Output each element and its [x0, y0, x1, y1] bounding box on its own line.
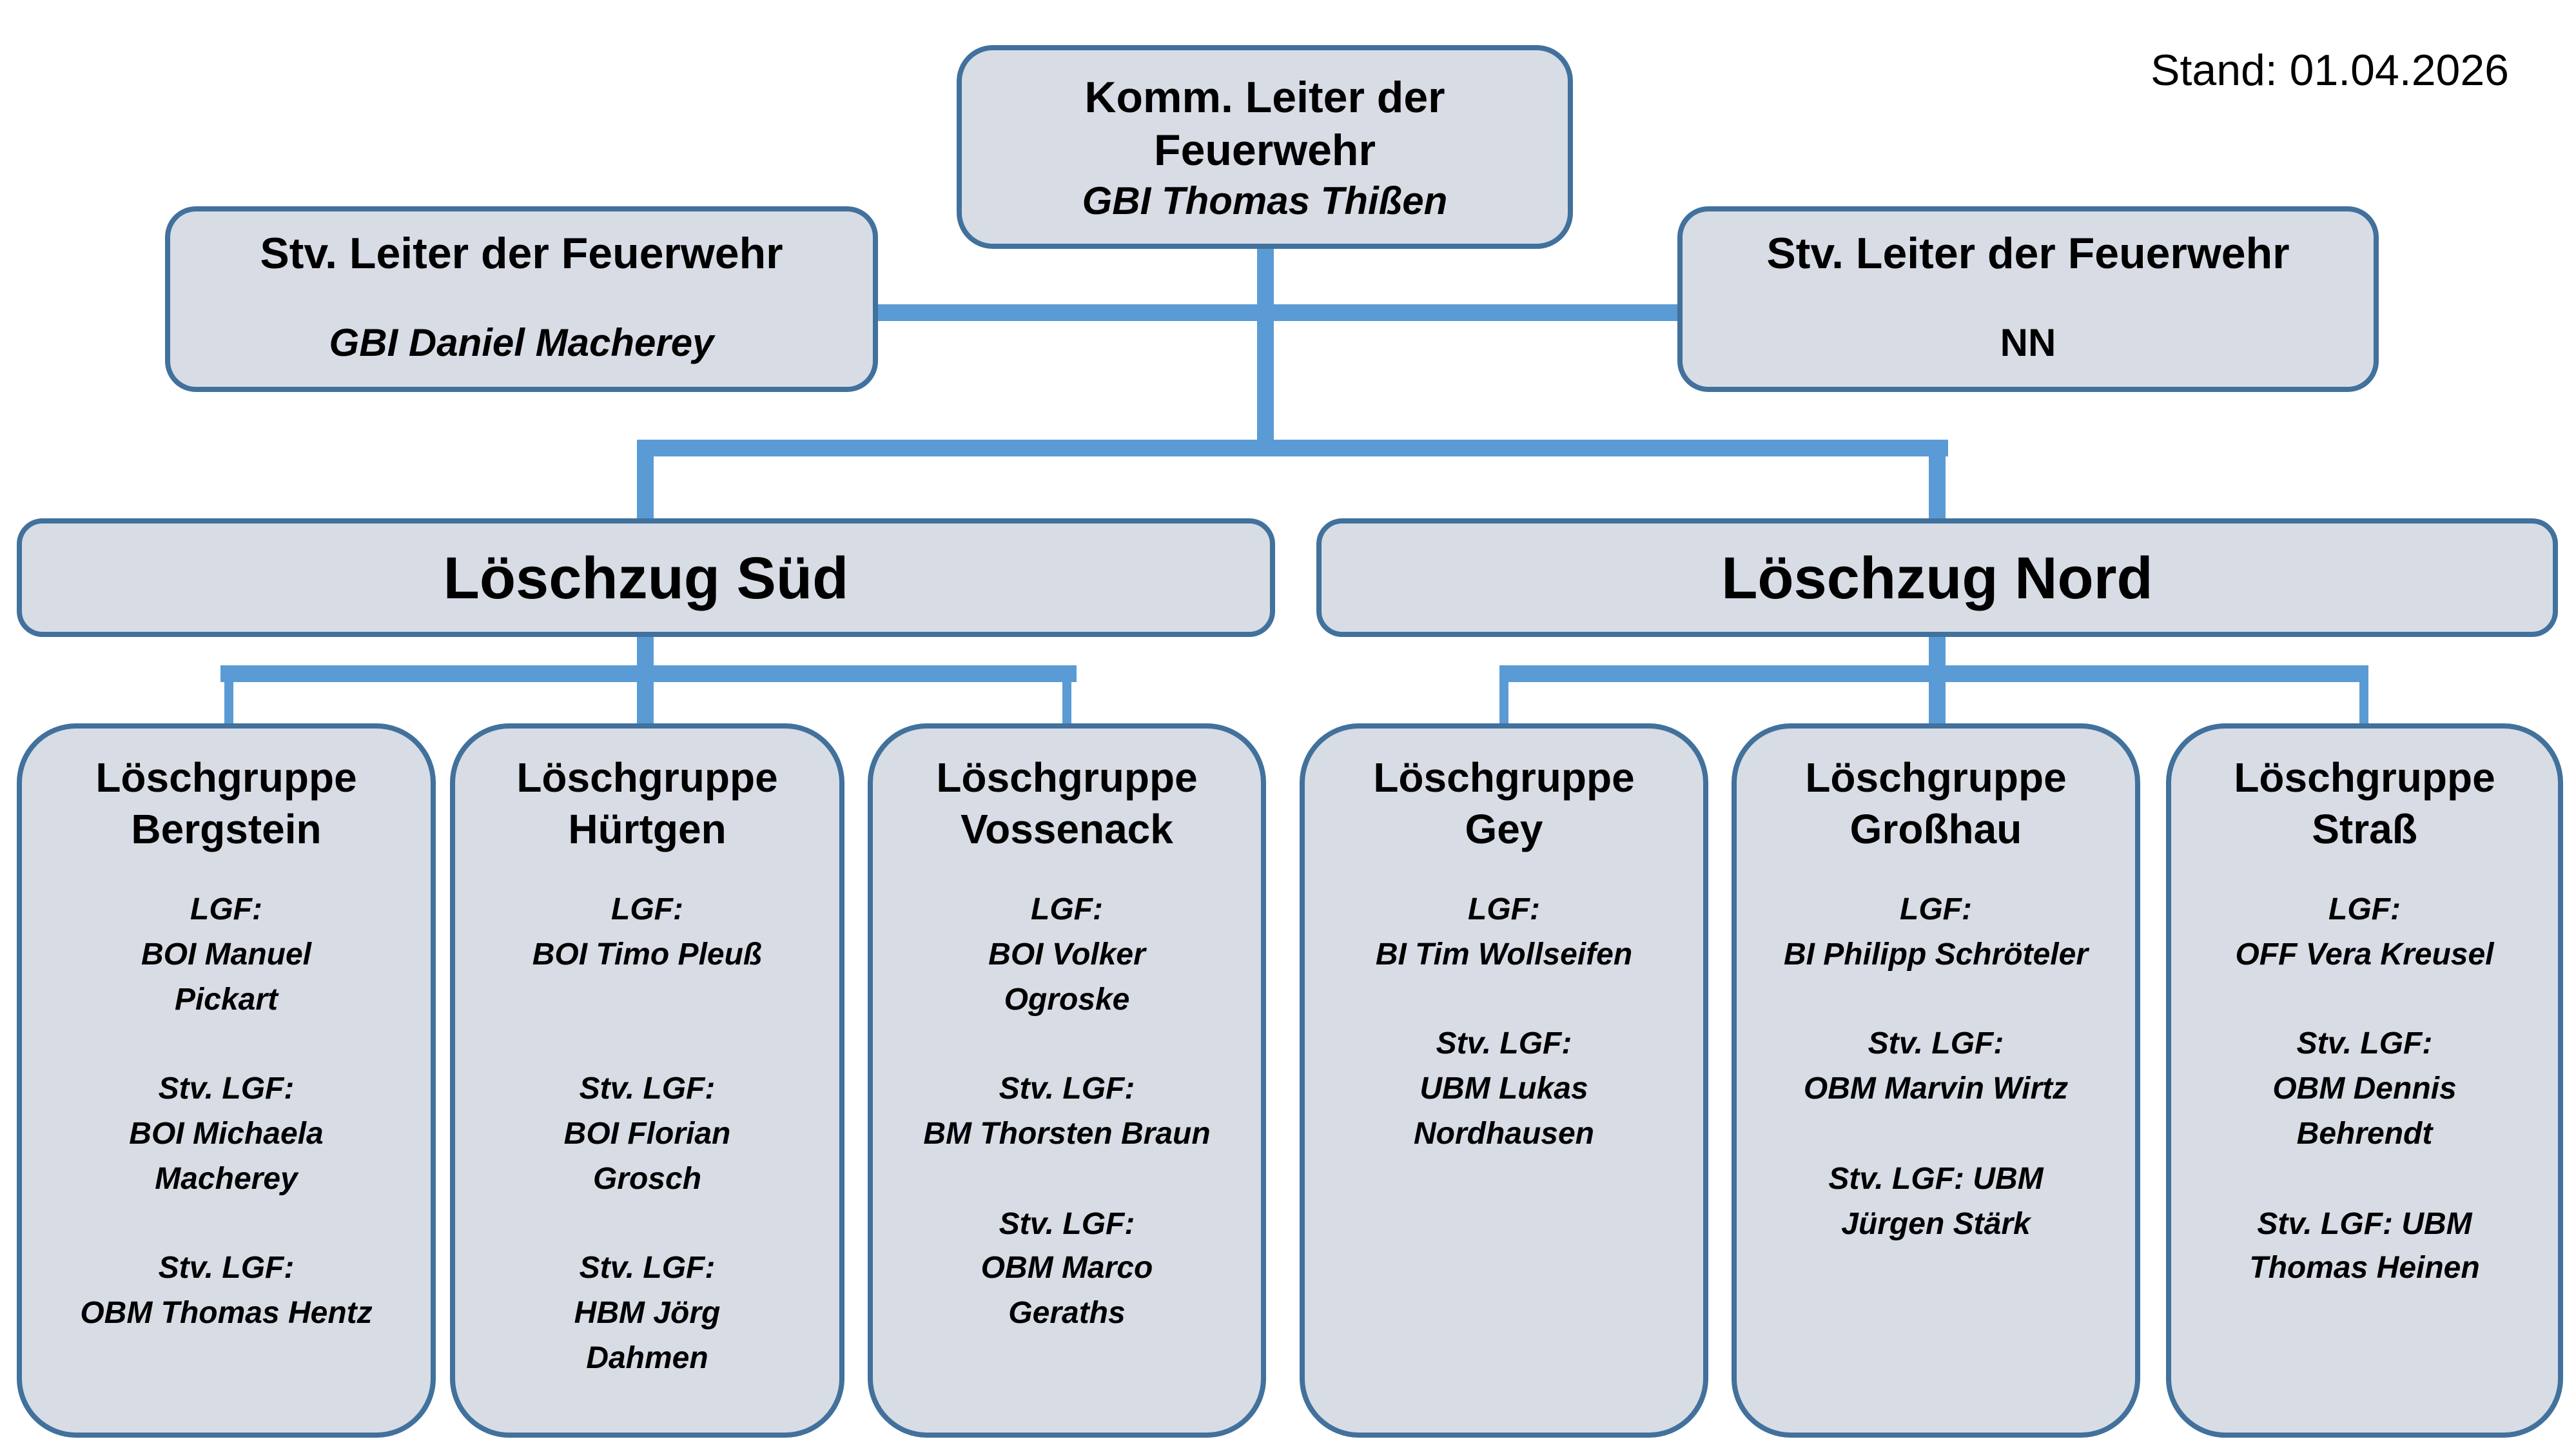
stand-date-label: Stand: 01.04.2026	[2151, 46, 2509, 95]
node-group-gey-body: LGF: BI Tim Wollseifen Stv. LGF: UBM Luk…	[1375, 892, 1633, 1151]
connector-platoon-drop-nord	[1929, 456, 1946, 523]
node-deputy-right-title: Stv. Leiter der Feuerwehr	[1766, 230, 2290, 279]
connector-sued-drop-bergstein	[224, 682, 233, 729]
node-group-grosshau-title: Löschgruppe Großhau	[1805, 754, 2067, 852]
node-group-grosshau-body: LGF: BI Philipp Schröteler Stv. LGF: OBM…	[1783, 892, 2089, 1242]
node-group-vossenack-body: LGF: BOI Volker Ogroske Stv. LGF: BM Tho…	[923, 892, 1211, 1331]
node-group-vossenack-title: Löschgruppe Vossenack	[936, 754, 1198, 852]
node-platoon-nord-label: Löschzug Nord	[1721, 544, 2153, 611]
connector-deputies-horizontal	[875, 304, 1680, 321]
node-group-huertgen-title: Löschgruppe Hürtgen	[516, 754, 778, 852]
node-group-grosshau: Löschgruppe Großhau LGF: BI Philipp Schr…	[1732, 723, 2140, 1438]
node-group-gey: Löschgruppe Gey LGF: BI Tim Wollseifen S…	[1300, 723, 1708, 1438]
node-group-huertgen: Löschgruppe Hürtgen LGF: BOI Timo Pleuß …	[450, 723, 844, 1438]
node-platoon-sued: Löschzug Süd	[17, 518, 1275, 637]
node-group-bergstein-body: LGF: BOI Manuel Pickart Stv. LGF: BOI Mi…	[80, 892, 373, 1331]
node-deputy-left: Stv. Leiter der Feuerwehr GBI Daniel Mac…	[165, 206, 878, 392]
node-group-vossenack: Löschgruppe Vossenack LGF: BOI Volker Og…	[868, 723, 1266, 1438]
node-deputy-right-name: NN	[2000, 322, 2056, 365]
connector-sued-drop-vossenack	[1062, 682, 1071, 729]
node-group-bergstein: Löschgruppe Bergstein LGF: BOI Manuel Pi…	[17, 723, 436, 1438]
node-group-huertgen-body: LGF: BOI Timo Pleuß Stv. LGF: BOI Floria…	[532, 892, 763, 1376]
node-group-strass-title: Löschgruppe Straß	[2234, 754, 2495, 852]
connector-sued-bar	[220, 665, 1077, 682]
node-deputy-left-name: GBI Daniel Macherey	[329, 322, 714, 365]
connector-nord-bar	[1499, 665, 2368, 682]
node-leader-title: Komm. Leiter der Feuerwehr	[1084, 73, 1445, 175]
connector-nord-drop-gey	[1499, 682, 1508, 729]
node-group-bergstein-title: Löschgruppe Bergstein	[95, 754, 357, 852]
node-leader-name: GBI Thomas Thißen	[1082, 181, 1448, 224]
node-deputy-left-title: Stv. Leiter der Feuerwehr	[260, 230, 783, 279]
connector-sued-stub	[637, 637, 654, 727]
node-platoon-nord: Löschzug Nord	[1316, 518, 2558, 637]
connector-platoon-drop-sued	[637, 456, 654, 523]
connector-nord-stub	[1929, 637, 1946, 727]
node-deputy-right: Stv. Leiter der Feuerwehr NN	[1677, 206, 2379, 392]
node-group-gey-title: Löschgruppe Gey	[1373, 754, 1635, 852]
connector-nord-drop-strass	[2359, 682, 2368, 729]
node-group-strass-body: LGF: OFF Vera Kreusel Stv. LGF: OBM Denn…	[2235, 892, 2494, 1286]
node-leader: Komm. Leiter der Feuerwehr GBI Thomas Th…	[957, 45, 1573, 249]
connector-leader-vertical	[1257, 249, 1274, 456]
connector-platoon-bar	[637, 440, 1948, 456]
node-platoon-sued-label: Löschzug Süd	[443, 544, 849, 611]
node-group-strass: Löschgruppe Straß LGF: OFF Vera Kreusel …	[2166, 723, 2563, 1438]
